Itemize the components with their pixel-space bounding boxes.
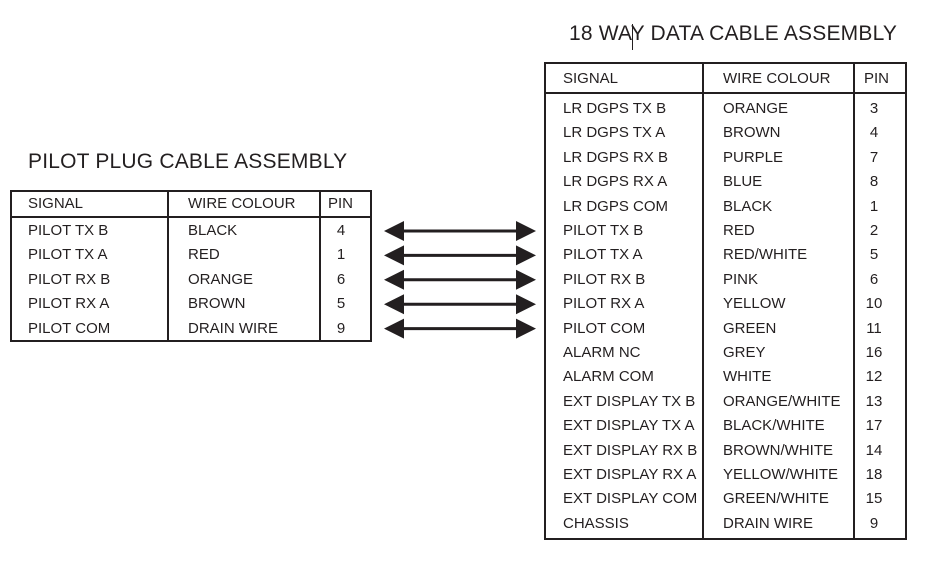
row-wire-colour: BLACK (723, 197, 773, 215)
row-pin: 4 (869, 124, 879, 142)
header-pin: PIN (864, 70, 890, 87)
row-signal: PILOT COM (563, 319, 646, 337)
header-signal: SIGNAL (28, 195, 84, 212)
row-wire-colour: ORANGE (188, 270, 254, 288)
arrowhead-left-icon (384, 318, 404, 339)
row-wire-colour: GREEN (723, 319, 777, 337)
arrowhead-right-icon (516, 269, 536, 290)
row-pin: 1 (869, 197, 879, 215)
row-wire-colour: WHITE (723, 368, 772, 386)
row-wire-colour: RED (188, 246, 220, 264)
arrowhead-left-icon (384, 245, 404, 266)
row-signal: EXT DISPLAY RX B (563, 441, 698, 459)
row-pin: 13 (865, 392, 883, 410)
data-cable-title: 18 WAY DATA CABLE ASSEMBLY (569, 22, 898, 45)
row-signal: EXT DISPLAY TX A (563, 417, 695, 435)
row-pin: 7 (869, 148, 879, 166)
row-wire-colour: BLUE (723, 173, 763, 191)
arrowhead-right-icon (516, 318, 536, 339)
row-wire-colour: DRAIN WIRE (188, 319, 278, 337)
column-divider (167, 192, 169, 340)
row-wire-colour: BLACK (188, 222, 238, 239)
row-wire-colour: BROWN (723, 124, 781, 142)
row-signal: LR DGPS TX B (563, 100, 667, 117)
row-wire-colour: BLACK/WHITE (723, 417, 825, 435)
row-wire-colour: GREEN/WHITE (723, 490, 829, 508)
row-wire-colour: PURPLE (723, 148, 784, 166)
table-header (12, 192, 370, 218)
row-signal: PILOT TX A (563, 246, 643, 264)
row-signal: EXT DISPLAY COM (563, 490, 698, 508)
row-signal: PILOT TX A (28, 246, 108, 264)
row-signal: PILOT RX A (28, 295, 110, 313)
arrowhead-right-icon (516, 245, 536, 266)
row-pin: 9 (869, 514, 879, 532)
row-signal: ALARM NC (563, 344, 641, 361)
row-wire-colour: GREY (723, 344, 766, 361)
row-wire-colour: RED (723, 222, 755, 239)
row-wire-colour: ORANGE (723, 100, 789, 117)
row-signal: PILOT TX B (563, 222, 644, 239)
row-pin: 18 (865, 466, 883, 483)
row-pin: 10 (865, 295, 883, 313)
row-signal: EXT DISPLAY RX A (563, 466, 697, 483)
row-wire-colour: YELLOW/WHITE (723, 466, 839, 483)
row-pin: 12 (865, 368, 883, 386)
row-pin: 5 (869, 246, 879, 264)
header-wire-colour: WIRE COLOUR (723, 70, 831, 87)
arrowhead-left-icon (384, 221, 404, 241)
table-header (546, 64, 905, 94)
row-signal: PILOT RX B (563, 270, 646, 288)
row-signal: ALARM COM (563, 368, 654, 386)
arrowhead-left-icon (384, 294, 404, 315)
arrowhead-right-icon (516, 294, 536, 315)
row-wire-colour: ORANGE/WHITE (723, 392, 841, 410)
header-pin: PIN (328, 195, 354, 212)
text-cursor (632, 24, 633, 50)
header-signal: SIGNAL (563, 70, 619, 87)
row-pin: 8 (869, 173, 879, 191)
row-wire-colour: BROWN (188, 295, 246, 313)
row-wire-colour: YELLOW (723, 295, 786, 313)
row-wire-colour: PINK (723, 270, 759, 288)
row-pin: 3 (869, 100, 879, 117)
row-pin: 11 (866, 319, 882, 337)
row-pin: 6 (336, 270, 346, 288)
column-divider (853, 64, 855, 538)
arrowhead-right-icon (516, 221, 536, 241)
row-pin: 6 (869, 270, 879, 288)
row-pin: 4 (336, 222, 346, 239)
row-pin: 5 (336, 295, 346, 313)
row-signal: EXT DISPLAY TX B (563, 392, 696, 410)
row-pin: 14 (865, 441, 883, 459)
row-wire-colour: RED/WHITE (723, 246, 808, 264)
row-pin: 15 (865, 490, 883, 508)
row-pin: 1 (336, 246, 346, 264)
row-signal: PILOT COM (28, 319, 111, 337)
row-signal: LR DGPS COM (563, 197, 669, 215)
header-wire-colour: WIRE COLOUR (188, 195, 296, 212)
row-signal: PILOT RX A (563, 295, 645, 313)
row-pin: 9 (336, 319, 346, 337)
row-pin: 16 (865, 344, 883, 361)
row-signal: LR DGPS RX B (563, 148, 669, 166)
arrowhead-left-icon (384, 269, 404, 290)
row-pin: 17 (865, 417, 883, 435)
row-signal: LR DGPS RX A (563, 173, 668, 191)
row-signal: LR DGPS TX A (563, 124, 666, 142)
row-signal: CHASSIS (563, 514, 629, 532)
pilot-plug-title: PILOT PLUG CABLE ASSEMBLY (28, 150, 348, 173)
row-wire-colour: BROWN/WHITE (723, 441, 833, 459)
data-cable-table: SIGNAL WIRE COLOUR PIN LR DGPS TX B ORANG… (544, 62, 907, 540)
row-pin: 2 (869, 222, 879, 239)
row-signal: PILOT TX B (28, 222, 109, 239)
row-signal: PILOT RX B (28, 270, 111, 288)
column-divider (702, 64, 704, 538)
column-divider (319, 192, 321, 340)
row-wire-colour: DRAIN WIRE (723, 514, 813, 532)
connection-arrows (384, 221, 536, 339)
